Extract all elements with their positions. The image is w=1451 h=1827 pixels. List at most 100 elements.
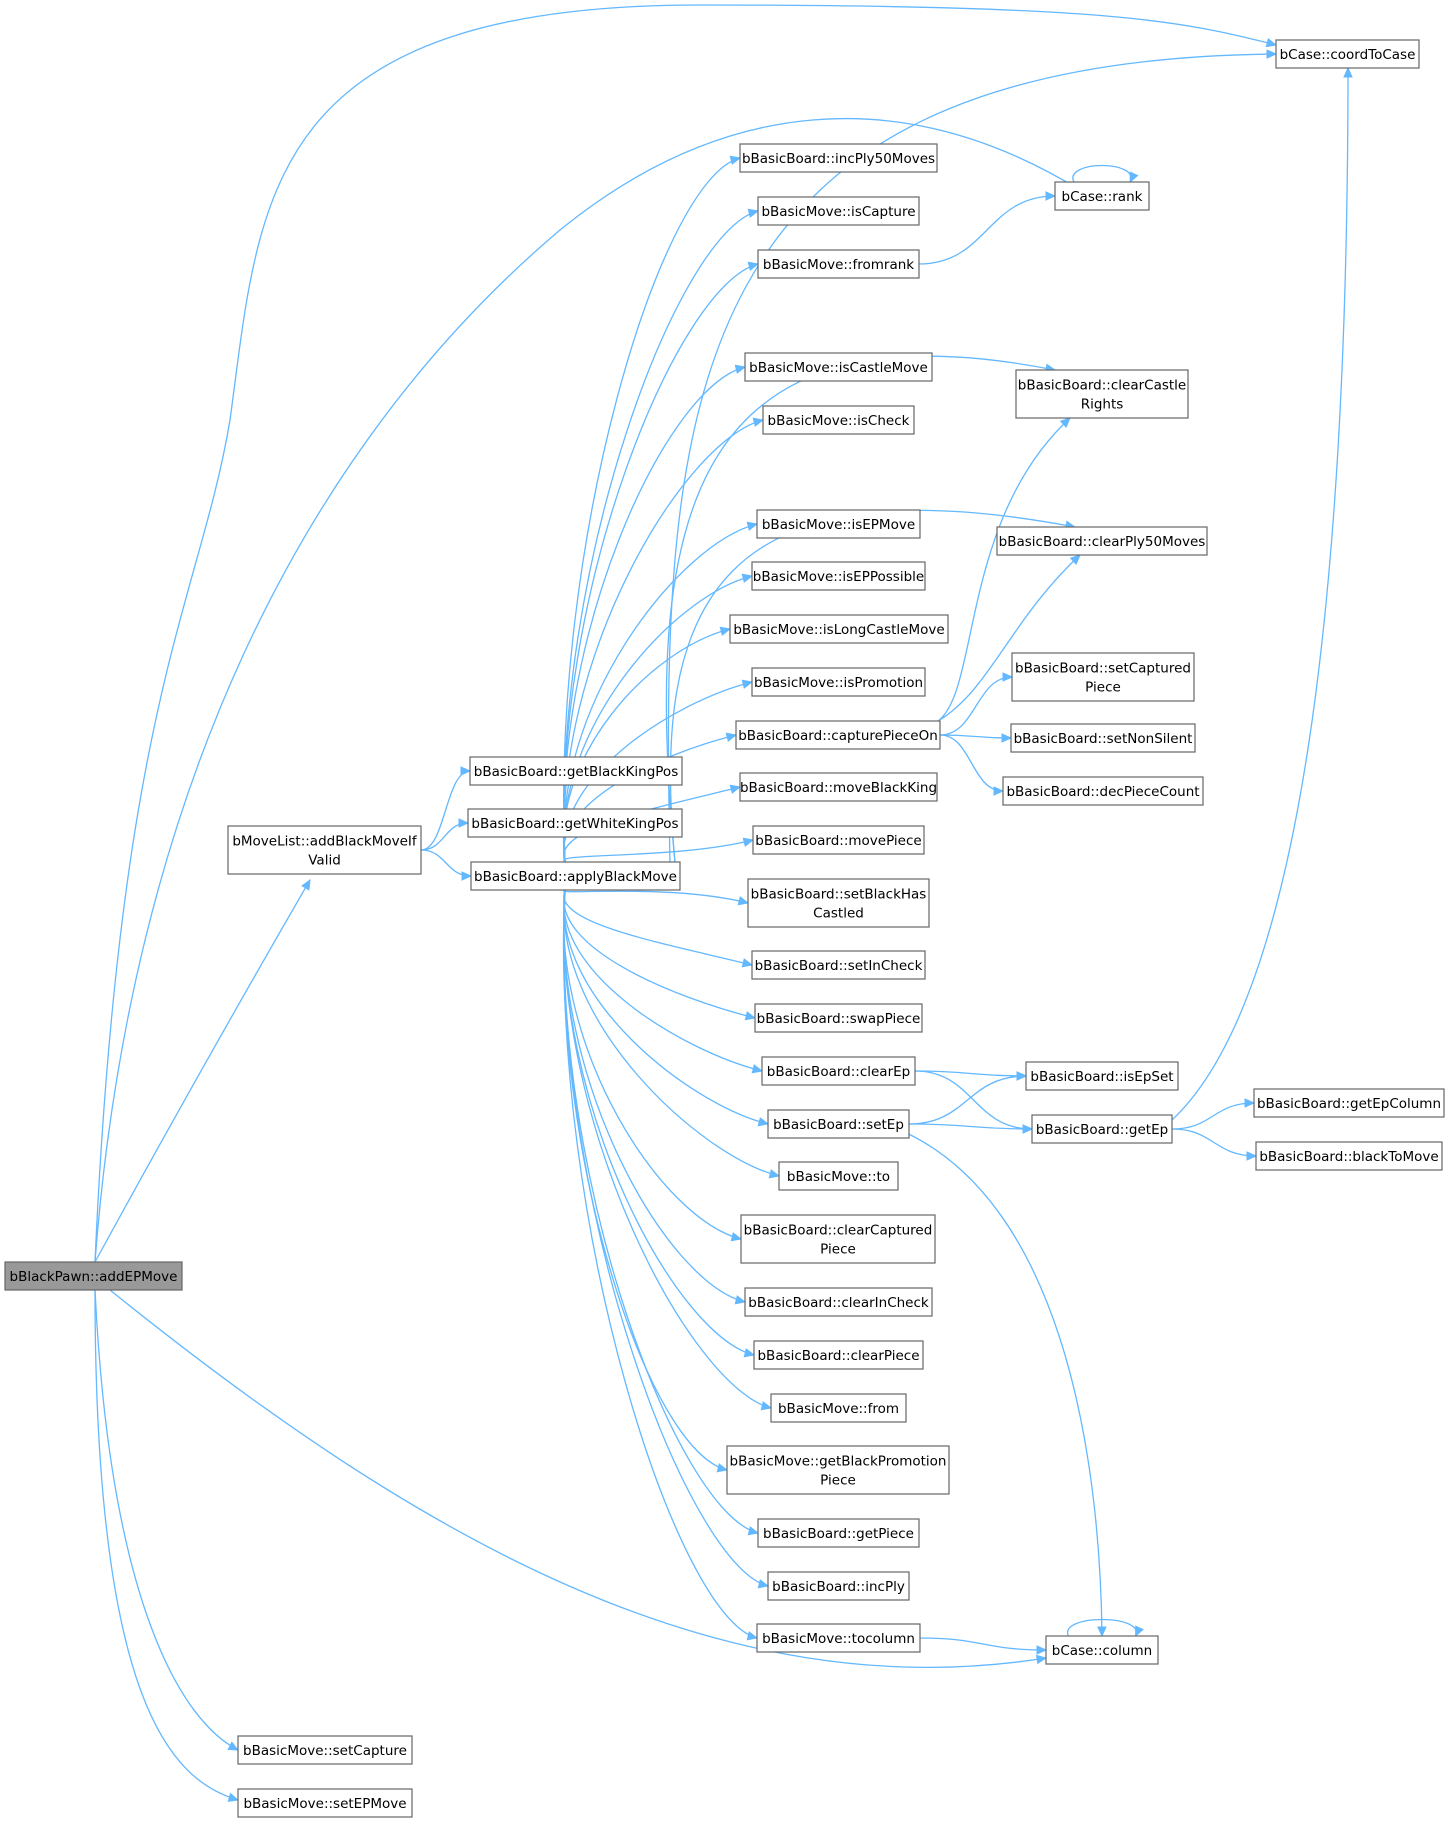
node-box <box>756 509 921 539</box>
node-clearInCheck[interactable]: bBasicBoard::clearInCheck <box>744 1287 933 1317</box>
edge-applyBlackMove-to-isCapture <box>563 208 760 863</box>
node-isEPPossible[interactable]: bBasicMove::isEPPossible <box>751 561 926 591</box>
node-label: Piece <box>1085 680 1121 696</box>
node-isCastleMove[interactable]: bBasicMove::isCastleMove <box>744 352 933 382</box>
node-box <box>740 1214 936 1264</box>
node-box <box>761 1056 916 1086</box>
node-isEPMove[interactable]: bBasicMove::isEPMove <box>756 509 921 539</box>
node-label: bBasicMove::setEPMove <box>243 1796 406 1812</box>
node-label: bBasicBoard::setNonSilent <box>1014 731 1193 747</box>
node-label: bBasicBoard::moveBlackKing <box>740 780 937 796</box>
node-label: bBasicBoard::movePiece <box>755 833 921 849</box>
edge-tocolumn-to-column <box>919 1637 1048 1655</box>
edge-applyBlackMove-to-coordToCase <box>667 49 1278 863</box>
node-label: bBasicBoard::clearEp <box>767 1064 910 1080</box>
node-box <box>1054 181 1150 211</box>
node-getPiece[interactable]: bBasicBoard::getPiece <box>757 1518 920 1548</box>
edge-capturePieceOn-to-setCapturedPiece <box>939 672 1014 736</box>
node-applyBlackMove[interactable]: bBasicBoard::applyBlackMove <box>470 861 681 891</box>
node-label: bBasicMove::isEPPossible <box>753 569 924 585</box>
node-swapPiece[interactable]: bBasicBoard::swapPiece <box>754 1003 923 1033</box>
node-setInCheck[interactable]: bBasicBoard::setInCheck <box>751 950 926 980</box>
edge-applyBlackMove-to-isCastleMove <box>563 364 747 863</box>
node-isLongCastleMove[interactable]: bBasicMove::isLongCastleMove <box>729 614 949 644</box>
node-clearPiece[interactable]: bBasicBoard::clearPiece <box>753 1340 924 1370</box>
node-box <box>1025 1061 1179 1091</box>
edge-capturePieceOn-to-clearPly50Moves <box>937 554 1081 722</box>
node-label: bBasicBoard::getWhiteKingPos <box>471 816 678 832</box>
node-box <box>1045 1635 1159 1665</box>
edge-applyBlackMove-to-setBlackHasCastled <box>563 889 750 906</box>
node-clearPly50Moves[interactable]: bBasicBoard::clearPly50Moves <box>996 526 1208 556</box>
node-movePiece[interactable]: bBasicBoard::movePiece <box>752 825 925 855</box>
edge-getEp-to-getEpColumn <box>1171 1098 1256 1130</box>
node-coordToCase[interactable]: bCase::coordToCase <box>1275 39 1420 69</box>
node-incPly50Moves[interactable]: bBasicBoard::incPly50Moves <box>739 143 938 173</box>
node-label: Rights <box>1081 397 1124 413</box>
node-rank[interactable]: bCase::rank <box>1054 181 1150 211</box>
node-box <box>467 808 683 838</box>
node-box <box>469 756 683 786</box>
node-label: bBasicBoard::clearPly50Moves <box>999 534 1206 550</box>
node-tocolumn[interactable]: bBasicMove::tocolumn <box>756 1623 921 1653</box>
node-box <box>767 1571 910 1601</box>
node-label: bBasicMove::isCapture <box>761 204 915 220</box>
node-clearEp[interactable]: bBasicBoard::clearEp <box>761 1056 916 1086</box>
node-box <box>757 196 920 226</box>
edge-rank-to-rank <box>1072 164 1139 184</box>
node-getEpColumn[interactable]: bBasicBoard::getEpColumn <box>1253 1088 1445 1118</box>
node-from[interactable]: bBasicMove::from <box>770 1393 907 1423</box>
node-moveBlackKing[interactable]: bBasicBoard::moveBlackKing <box>739 772 938 802</box>
node-label: bBasicBoard::incPly <box>772 1579 905 1595</box>
node-getBlackKingPos[interactable]: bBasicBoard::getBlackKingPos <box>469 756 683 786</box>
node-incPly[interactable]: bBasicBoard::incPly <box>767 1571 910 1601</box>
edge-addEPMove-to-coordToCase <box>94 4 1278 1263</box>
nodes-layer: bBlackPawn::addEPMove bMoveList::addBlack… <box>4 39 1445 1818</box>
node-getEp[interactable]: bBasicBoard::getEp <box>1031 1114 1173 1144</box>
node-label: bCase::coordToCase <box>1280 47 1416 63</box>
node-isCapture[interactable]: bBasicMove::isCapture <box>757 196 920 226</box>
node-setEPMove[interactable]: bBasicMove::setEPMove <box>237 1788 413 1818</box>
edge-applyBlackMove-to-movePiece <box>563 837 755 863</box>
edge-applyBlackMove-to-clearPiece <box>563 889 756 1358</box>
edge-addEPMove-to-setEPMove <box>94 1289 240 1802</box>
node-setNonSilent[interactable]: bBasicBoard::setNonSilent <box>1010 723 1196 753</box>
node-setCapture[interactable]: bBasicMove::setCapture <box>237 1735 413 1765</box>
node-isPromotion[interactable]: bBasicMove::isPromotion <box>751 667 926 697</box>
node-isEpSet[interactable]: bBasicBoard::isEpSet <box>1025 1061 1179 1091</box>
node-blackToMove[interactable]: bBasicBoard::blackToMove <box>1255 1141 1443 1171</box>
node-box <box>751 561 926 591</box>
node-fromrank[interactable]: bBasicMove::fromrank <box>757 249 920 279</box>
node-label: bBasicMove::tocolumn <box>762 1631 915 1647</box>
node-box <box>757 249 920 279</box>
node-label: bBasicBoard::setEp <box>773 1117 904 1133</box>
node-addEPMove[interactable]: bBlackPawn::addEPMove <box>4 1261 183 1291</box>
node-getWhiteKingPos[interactable]: bBasicBoard::getWhiteKingPos <box>467 808 683 838</box>
node-label: bBasicBoard::setBlackHas <box>751 887 927 903</box>
node-box <box>735 720 941 750</box>
node-label: bBasicBoard::isEpSet <box>1030 1069 1173 1085</box>
node-label: Valid <box>308 853 341 869</box>
node-decPieceCount[interactable]: bBasicBoard::decPieceCount <box>1002 776 1204 806</box>
node-column[interactable]: bCase::column <box>1045 1635 1159 1665</box>
edge-applyBlackMove-to-to <box>563 889 781 1179</box>
edges-layer <box>94 4 1353 1802</box>
node-label: Castled <box>813 906 864 922</box>
node-capturePieceOn[interactable]: bBasicBoard::capturePieceOn <box>735 720 941 750</box>
edge-applyBlackMove-to-capturePieceOn <box>562 732 738 863</box>
node-label: Piece <box>820 1473 856 1489</box>
node-box <box>762 405 915 435</box>
node-box <box>237 1735 413 1765</box>
node-setEp[interactable]: bBasicBoard::setEp <box>767 1109 910 1139</box>
edge-applyBlackMove-to-clearInCheck <box>563 889 747 1305</box>
node-to[interactable]: bBasicMove::to <box>778 1161 899 1191</box>
node-label: bCase::column <box>1052 1643 1152 1659</box>
node-box <box>744 1287 933 1317</box>
node-isCheck[interactable]: bBasicMove::isCheck <box>762 405 915 435</box>
